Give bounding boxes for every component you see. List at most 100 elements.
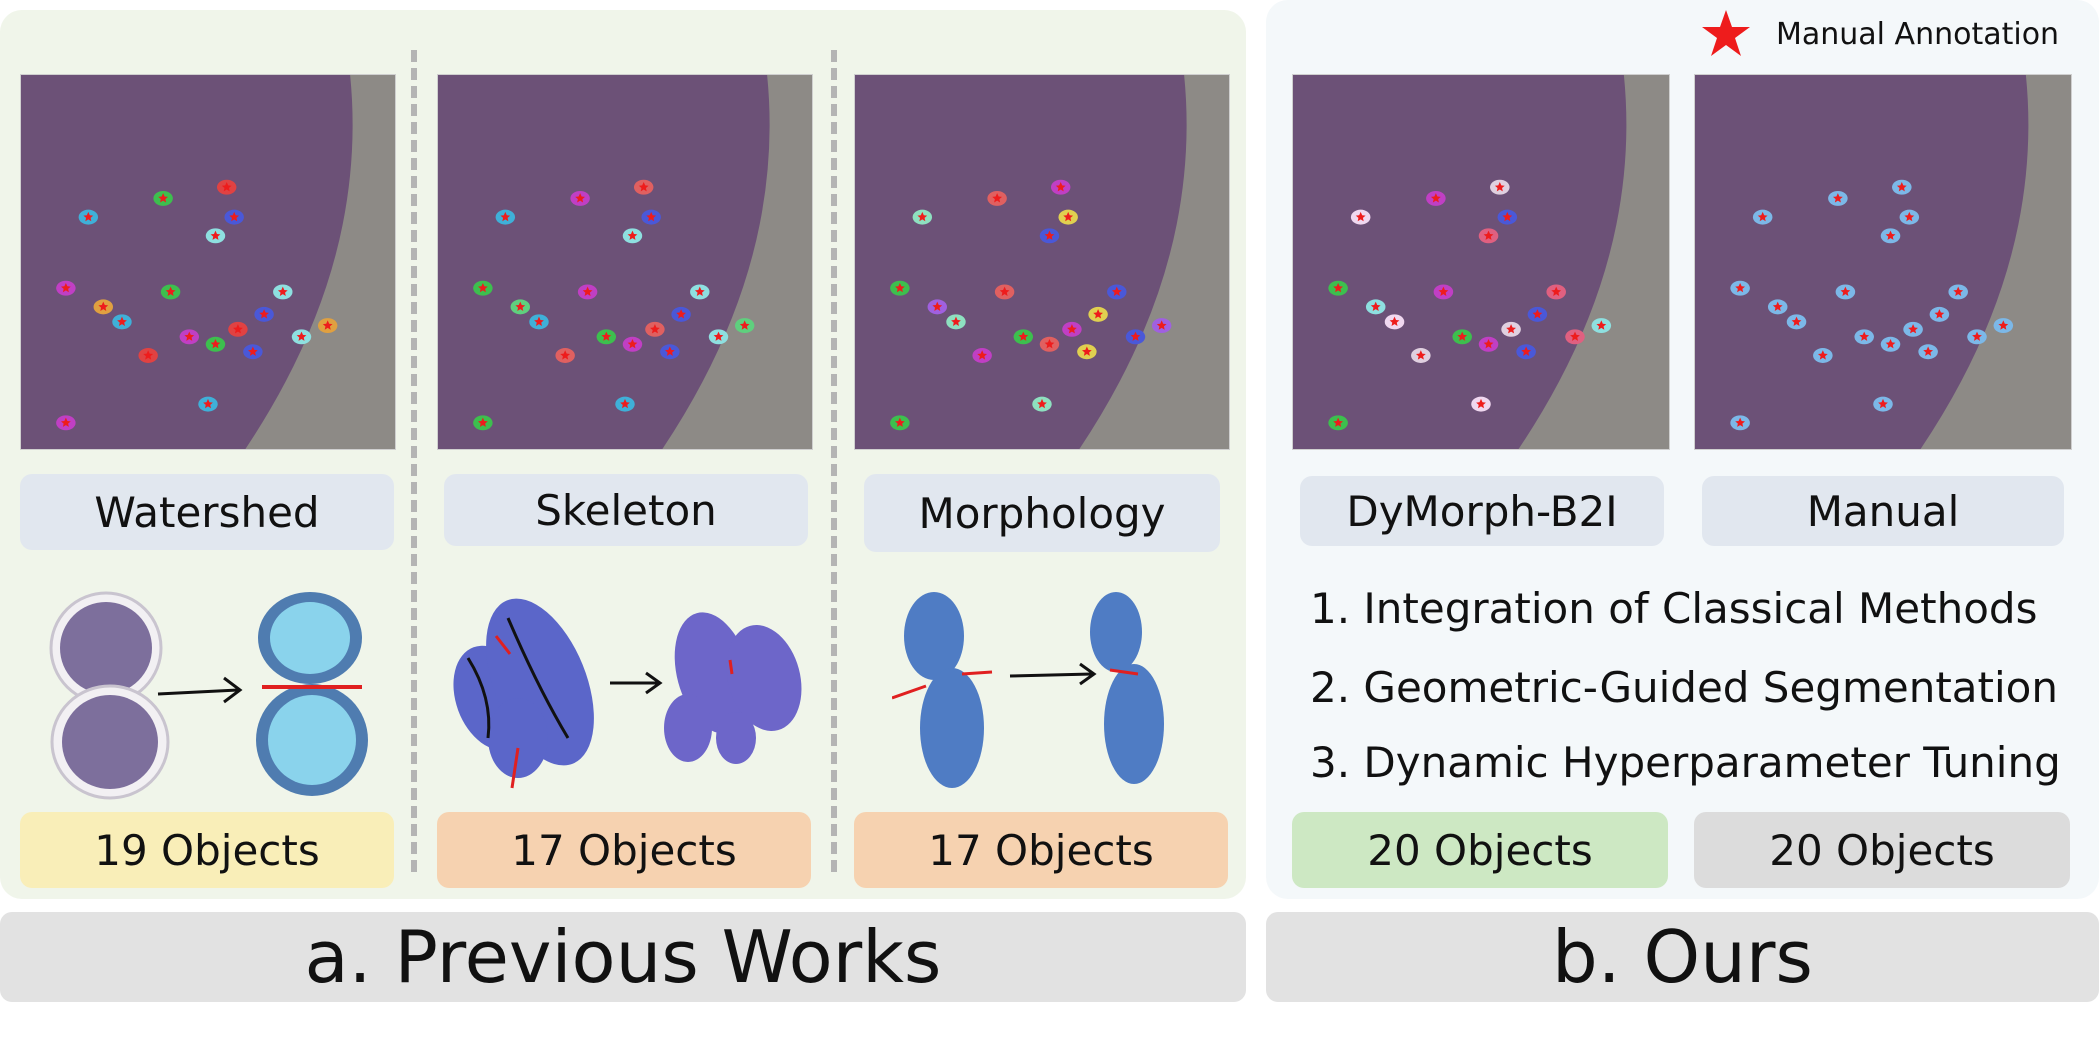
tissue-image [21, 75, 395, 449]
tissue-image [1695, 75, 2071, 449]
annotation-star [1885, 230, 1896, 240]
annotation-star [999, 286, 1010, 297]
annotation-star [1333, 417, 1344, 427]
annotation-star [977, 350, 988, 360]
annotation-star [478, 282, 488, 293]
background-region [1518, 75, 1669, 449]
annotation-star [895, 282, 905, 293]
annotation-star [713, 331, 724, 341]
annotation-star [1735, 417, 1746, 427]
annotation-star [1998, 320, 2009, 330]
annotation-star [627, 339, 638, 349]
annotation-star [917, 211, 928, 222]
annotation-star [61, 282, 71, 293]
manual-annotation-image [1694, 74, 2072, 450]
annotation-star [1791, 316, 1802, 326]
annotation-star [895, 417, 905, 427]
skeleton-segmentation-image [437, 74, 813, 450]
annotation-star [1878, 398, 1888, 409]
annotation-star [1506, 324, 1516, 334]
annotation-star [1972, 331, 1982, 341]
annotation-star [203, 398, 213, 409]
annotation-star [1044, 339, 1055, 349]
annotation-star [1757, 211, 1768, 222]
annotation-star [233, 324, 243, 334]
annotation-star [1840, 286, 1851, 297]
annotation-star [1551, 286, 1562, 297]
annotation-star [98, 301, 109, 311]
annotation-star [560, 350, 571, 360]
morphology-illustration [892, 588, 1192, 798]
annotation-star [1483, 230, 1494, 240]
annotation-star [1817, 350, 1828, 360]
annotation-star [1430, 193, 1441, 203]
annotation-star [210, 339, 221, 349]
annotation-star [1494, 181, 1505, 192]
annotation-star [992, 193, 1002, 203]
background-region [1920, 75, 2071, 449]
annotation-star [1521, 346, 1532, 356]
legend-label: Manual Annotation [1776, 16, 2060, 52]
annotation-star [83, 211, 94, 222]
annotation-star [1037, 398, 1047, 409]
object-count-watershed: 19 Objects [20, 812, 394, 888]
annotation-star [582, 286, 593, 297]
annotation-star [650, 324, 660, 334]
background-region [662, 75, 812, 449]
annotation-star [1067, 324, 1077, 334]
annotation-star [638, 181, 649, 192]
tissue-image [438, 75, 812, 449]
annotation-star [1483, 339, 1494, 349]
annotation-star [1111, 286, 1122, 297]
previous-works-title: a. Previous Works [0, 912, 1246, 1002]
annotation-star [694, 286, 705, 297]
annotation-star [1370, 301, 1381, 311]
annotation-star [1018, 331, 1029, 341]
annotation-star [1130, 331, 1141, 341]
method-label-skeleton: Skeleton [444, 474, 808, 546]
feature-3: 3. Dynamic Hyperparameter Tuning [1310, 738, 2061, 787]
object-count-manual: 20 Objects [1694, 812, 2070, 888]
annotation-star [1923, 346, 1934, 356]
tissue-image [855, 75, 1229, 449]
annotation-star [951, 316, 961, 326]
object-count-dymorph: 20 Objects [1292, 812, 1668, 888]
annotation-star [1896, 181, 1907, 192]
annotation-star [259, 309, 269, 319]
annotation-star [117, 316, 127, 326]
annotation-star [500, 211, 511, 222]
method-label-watershed: Watershed [20, 474, 394, 550]
annotation-star [534, 316, 544, 326]
annotation-star [932, 301, 943, 311]
legend: Manual Annotation [1700, 4, 2059, 64]
annotation-star [143, 350, 154, 360]
object-count-morphology: 17 Objects [854, 812, 1228, 888]
annotation-star [1063, 211, 1074, 222]
morphology-segmentation-image [854, 74, 1230, 450]
annotation-star [1438, 286, 1449, 297]
annotation-star [1832, 193, 1843, 203]
annotation-star [1885, 339, 1896, 349]
tissue-image [1293, 75, 1669, 449]
annotation-star [478, 417, 488, 427]
annotation-star [1156, 320, 1167, 330]
background-region [1079, 75, 1229, 449]
feature-1: 1. Integration of Classical Methods [1310, 584, 2038, 633]
method-label-dymorph: DyMorph-B2I [1300, 476, 1664, 546]
annotation-star [1596, 320, 1607, 330]
annotation-star [61, 417, 71, 427]
annotation-star [627, 230, 638, 240]
annotation-star [601, 331, 612, 341]
annotation-star [221, 181, 232, 192]
watershed-segmentation-image [20, 74, 396, 450]
annotation-star [575, 193, 585, 203]
annotation-star [515, 301, 526, 311]
annotation-star [1333, 282, 1344, 293]
annotation-star [322, 320, 333, 330]
annotation-star [1082, 346, 1092, 356]
red-star-icon [1702, 10, 1750, 56]
annotation-star [229, 211, 240, 222]
dymorph-segmentation-image [1292, 74, 1670, 450]
annotation-star [1908, 324, 1918, 334]
annotation-star [646, 211, 657, 222]
